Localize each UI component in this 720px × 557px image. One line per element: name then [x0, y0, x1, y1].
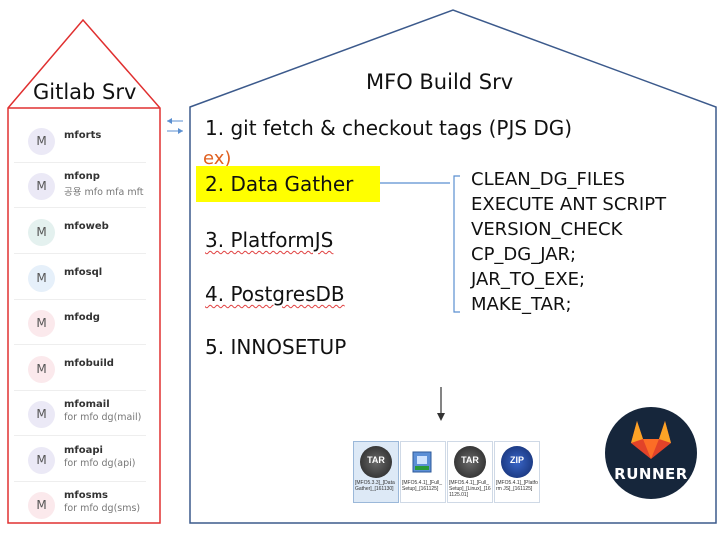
avatar: M: [28, 128, 55, 155]
avatar: M: [28, 356, 55, 383]
gitlab-fox-icon: [631, 421, 671, 459]
substep: MAKE_TAR;: [471, 294, 572, 315]
build-title: MFO Build Srv: [366, 70, 514, 94]
avatar: M: [28, 447, 55, 474]
avatar: M: [28, 492, 55, 519]
sync-arrows: [167, 118, 183, 134]
substeps-bracket: [453, 175, 460, 313]
avatar: M: [28, 219, 55, 246]
repo-name[interactable]: mforts: [64, 130, 102, 141]
repo-name[interactable]: mfosms: [64, 490, 108, 501]
substep: VERSION_CHECK: [471, 219, 623, 240]
tar-file-icon[interactable]: TAR [MFO5.4.1]_[Full_Setup]_[Linux]_[161…: [447, 441, 493, 503]
build-server-outline: [189, 9, 717, 524]
step-git-fetch: 1. git fetch & checkout tags (PJS DG): [205, 116, 573, 140]
repo-item[interactable]: M mforts: [14, 118, 146, 163]
substep: JAR_TO_EXE;: [471, 269, 586, 290]
repo-name[interactable]: mfomail: [64, 399, 110, 410]
avatar: M: [28, 401, 55, 428]
repo-item[interactable]: M mfosms for mfo dg(sms): [14, 482, 146, 526]
repo-name[interactable]: mfobuild: [64, 358, 114, 369]
example-label: ex): [203, 148, 232, 169]
repo-item[interactable]: M mfosql: [14, 255, 146, 300]
avatar: M: [28, 173, 55, 200]
tar-file-icon[interactable]: TAR [MFO5.3.3]_[Data Gather]_[161130]: [353, 441, 399, 503]
repo-item[interactable]: M mfobuild: [14, 346, 146, 391]
setup-icon: [412, 451, 432, 473]
repo-name[interactable]: mfonp: [64, 171, 100, 182]
avatar: M: [28, 265, 55, 292]
step-platformjs: 3. PlatformJS: [205, 228, 334, 252]
substep: CLEAN_DG_FILES: [471, 169, 626, 190]
repo-description: 공용 mfo mfa mft: [64, 187, 144, 198]
repo-item[interactable]: M mfodg: [14, 300, 146, 345]
repo-description: for mfo dg(api): [64, 458, 136, 469]
repo-item[interactable]: M mfomail for mfo dg(mail): [14, 391, 146, 436]
file-caption: [MFO5.3.3]_[Data Gather]_[161130]: [355, 480, 395, 492]
gitlab-server-outline: [7, 18, 161, 524]
zip-file-icon[interactable]: ZIP [MFO5.4.1]_[Platform JS]_[161125]: [494, 441, 540, 503]
substep: EXECUTE ANT SCRIPT: [471, 194, 667, 215]
substep: CP_DG_JAR;: [471, 244, 577, 265]
repo-name[interactable]: mfosql: [64, 267, 103, 278]
step-postgresdb: 4. PostgresDB: [205, 282, 345, 306]
installer-file-icon[interactable]: [MFO5.4.1]_[Full_Setup]_[161125]: [400, 441, 446, 503]
file-caption: [MFO5.4.1]_[Platform JS]_[161125]: [496, 480, 538, 492]
gitlab-title: Gitlab Srv: [33, 80, 137, 104]
repo-description: for mfo dg(mail): [64, 412, 142, 423]
step-innosetup: 5. INNOSETUP: [205, 335, 347, 359]
repo-name[interactable]: mfoapi: [64, 445, 103, 456]
repo-name[interactable]: mfoweb: [64, 221, 109, 232]
runner-label: RUNNER: [614, 465, 688, 483]
gitlab-runner-logo: RUNNER: [605, 407, 697, 499]
repo-item[interactable]: M mfonp 공용 mfo mfa mft: [14, 163, 146, 208]
file-caption: [MFO5.4.1]_[Full_Setup]_[161125]: [402, 480, 443, 492]
repo-item[interactable]: M mfoapi for mfo dg(api): [14, 437, 146, 482]
file-caption: [MFO5.4.1]_[Full_Setup]_[Linux]_[161125.…: [449, 480, 491, 498]
repo-name[interactable]: mfodg: [64, 312, 100, 323]
avatar: M: [28, 310, 55, 337]
repo-item[interactable]: M mfoweb: [14, 209, 146, 254]
step-data-gather: 2. Data Gather: [205, 172, 354, 196]
highlight: [196, 166, 380, 202]
repo-description: for mfo dg(sms): [64, 503, 141, 514]
